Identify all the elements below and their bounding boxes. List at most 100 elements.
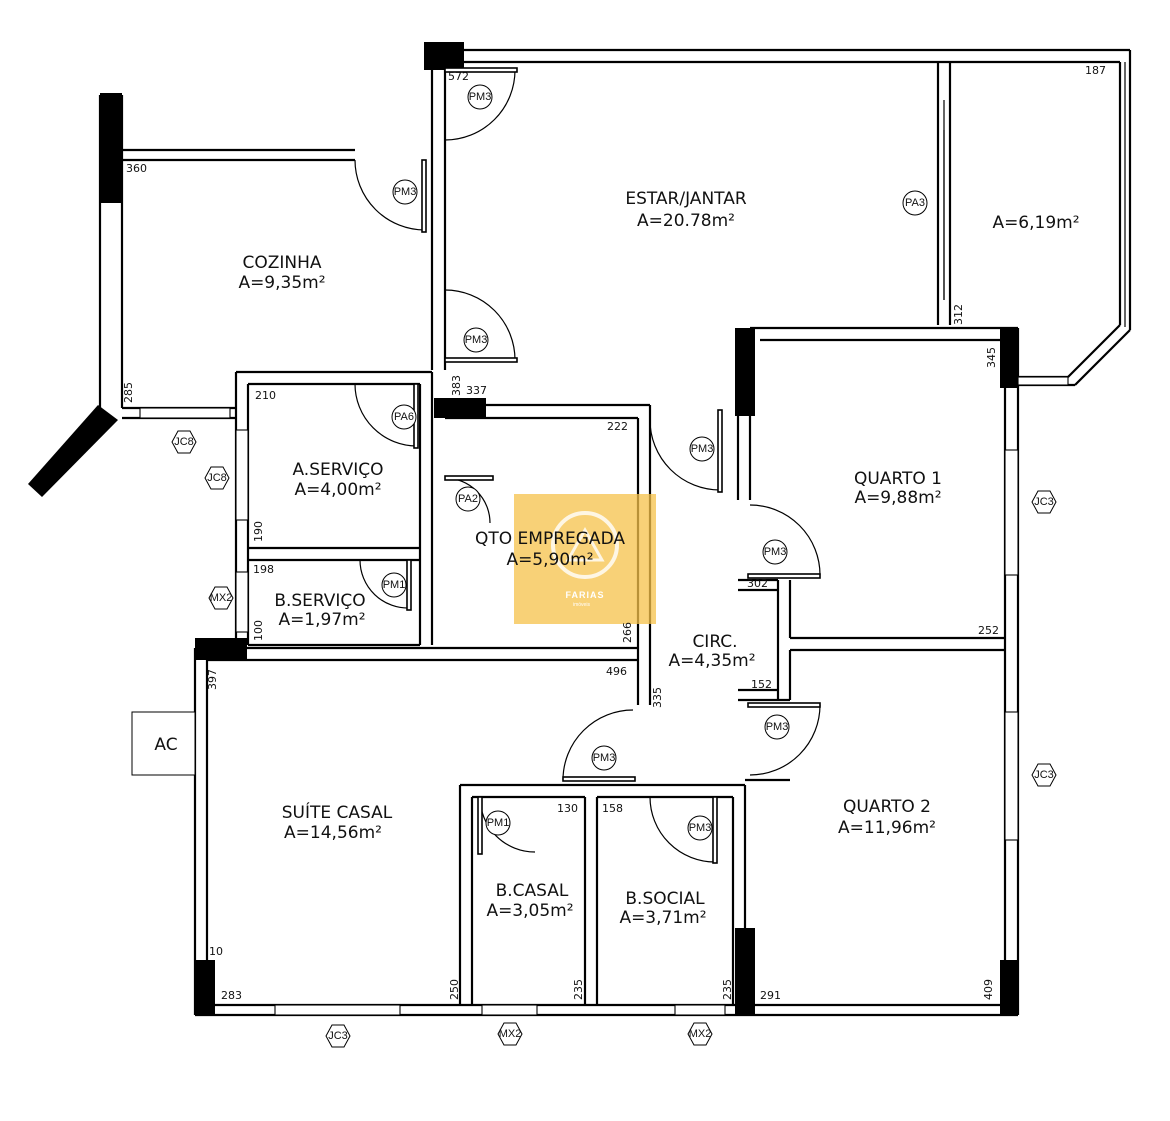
bservico-name: B.SERVIÇO (274, 591, 365, 611)
dim: 158 (602, 802, 623, 815)
dim: 190 (252, 521, 265, 542)
cozinha-area: A=9,35m² (238, 273, 325, 293)
tag-pa2: PA2 (455, 486, 481, 512)
dim: 572 (448, 70, 469, 83)
svg-text:PM3: PM3 (691, 443, 714, 455)
estar-area: A=20.78m² (637, 211, 735, 231)
dim: 335 (651, 687, 664, 708)
tag-jc3-q1: JC3 (1031, 490, 1057, 514)
dim: 291 (760, 989, 781, 1002)
servico-area: A=4,00m² (294, 480, 381, 500)
suite-area: A=14,56m² (284, 823, 382, 843)
dim: 266 (621, 622, 634, 643)
svg-text:MX2: MX2 (499, 1028, 522, 1040)
svg-text:PA6: PA6 (394, 411, 414, 423)
qto-empregada-area: A=5,90m² (506, 550, 593, 570)
dim: 345 (985, 347, 998, 368)
dim: 397 (206, 669, 219, 690)
room-labels: ESTAR/JANTAR A=20.78m² A=6,19m² COZINHA … (238, 189, 1079, 928)
svg-text:PM3: PM3 (394, 186, 417, 198)
tag-mx2-b2: MX2 (687, 1022, 713, 1046)
windows (139, 376, 1069, 1016)
bcasal-area: A=3,05m² (486, 901, 573, 921)
dim: 198 (253, 563, 274, 576)
dimension-labels: 572 187 360 312 285 383 337 345 210 222 … (122, 64, 1106, 1002)
dim: 235 (572, 979, 585, 1000)
dim: 130 (557, 802, 578, 815)
svg-text:JC3: JC3 (1034, 496, 1054, 508)
dim: 337 (466, 384, 487, 397)
tag-pm3-cozinha2: PM3 (463, 327, 489, 353)
svg-text:JC3: JC3 (328, 1030, 348, 1042)
svg-text:MX2: MX2 (210, 592, 233, 604)
svg-text:PA2: PA2 (458, 493, 478, 505)
watermark-brand: FARIAS (565, 590, 604, 600)
quarto1-area: A=9,88m² (854, 488, 941, 508)
quarto2-name: QUARTO 2 (843, 797, 931, 817)
servico-name: A.SERVIÇO (292, 460, 383, 480)
tag-pa3: PA3 (902, 190, 928, 216)
svg-text:PM3: PM3 (593, 752, 616, 764)
svg-text:PM3: PM3 (465, 334, 488, 346)
qto-empregada-name: QTO EMPREGADA (475, 529, 625, 549)
tag-pm1-bcasal: PM1 (485, 810, 511, 836)
watermark: FARIAS imóveis (514, 494, 656, 624)
tag-jc3-q2: JC3 (1031, 763, 1057, 787)
dim: 312 (952, 304, 965, 325)
svg-text:PM3: PM3 (766, 721, 789, 733)
svg-text:PM3: PM3 (764, 546, 787, 558)
pillars (28, 42, 1018, 1015)
svg-text:JC8: JC8 (174, 436, 194, 448)
cozinha-name: COZINHA (242, 253, 321, 273)
ac-label: AC (154, 735, 177, 755)
tag-pm3-estar: PM3 (467, 84, 493, 110)
bsocial-area: A=3,71m² (619, 908, 706, 928)
dim: 210 (255, 389, 276, 402)
svg-text:PM1: PM1 (383, 579, 406, 591)
tag-pm1-bservico: PM1 (381, 572, 407, 598)
svg-text:MX2: MX2 (689, 1028, 712, 1040)
svg-text:PM3: PM3 (469, 91, 492, 103)
svg-text:JC3: JC3 (1034, 769, 1054, 781)
dim: 235 (721, 979, 734, 1000)
dim: 187 (1085, 64, 1106, 77)
svg-text:PM3: PM3 (689, 822, 712, 834)
dim: 285 (122, 382, 135, 403)
tag-mx2-left: MX2 (208, 586, 234, 610)
bsocial-name: B.SOCIAL (625, 889, 705, 909)
estar-name: ESTAR/JANTAR (625, 189, 747, 209)
quarto1-name: QUARTO 1 (854, 469, 942, 489)
circ-area: A=4,35m² (668, 651, 755, 671)
tags: PM3 PM3 PA3 PM3 PA6 PA2 JC8 JC8 PM1 MX2 … (171, 84, 1057, 1048)
tag-mx2-b1: MX2 (497, 1022, 523, 1046)
dim: 360 (126, 162, 147, 175)
dim: 250 (448, 979, 461, 1000)
circ-name: CIRC. (692, 632, 737, 652)
ac-unit (131, 711, 196, 776)
tag-pm3-q1b: PM3 (762, 539, 788, 565)
tag-jc8-b: JC8 (204, 466, 230, 490)
dim: 302 (747, 577, 768, 590)
dim: 383 (450, 375, 463, 396)
tag-pm3-q2: PM3 (764, 714, 790, 740)
tag-jc8-a: JC8 (171, 430, 197, 454)
dim: 10 (209, 945, 223, 958)
tag-pm3-q1a: PM3 (689, 436, 715, 462)
tag-pm3-bsocial: PM3 (687, 815, 713, 841)
dim: 252 (978, 624, 999, 637)
svg-text:PA3: PA3 (905, 197, 925, 209)
tag-pa6: PA6 (391, 404, 417, 430)
dim: 283 (221, 989, 242, 1002)
varanda-area: A=6,19m² (992, 213, 1079, 233)
svg-text:PM1: PM1 (487, 817, 510, 829)
tag-pm3-suite: PM3 (591, 745, 617, 771)
dim: 409 (982, 979, 995, 1000)
tag-jc3-bottom: JC3 (325, 1024, 351, 1048)
suite-name: SUÍTE CASAL (282, 801, 393, 823)
tag-pm3-cozinha: PM3 (392, 179, 418, 205)
quarto2-area: A=11,96m² (838, 818, 936, 838)
dim: 222 (607, 420, 628, 433)
dim: 152 (751, 678, 772, 691)
svg-text:JC8: JC8 (207, 472, 227, 484)
